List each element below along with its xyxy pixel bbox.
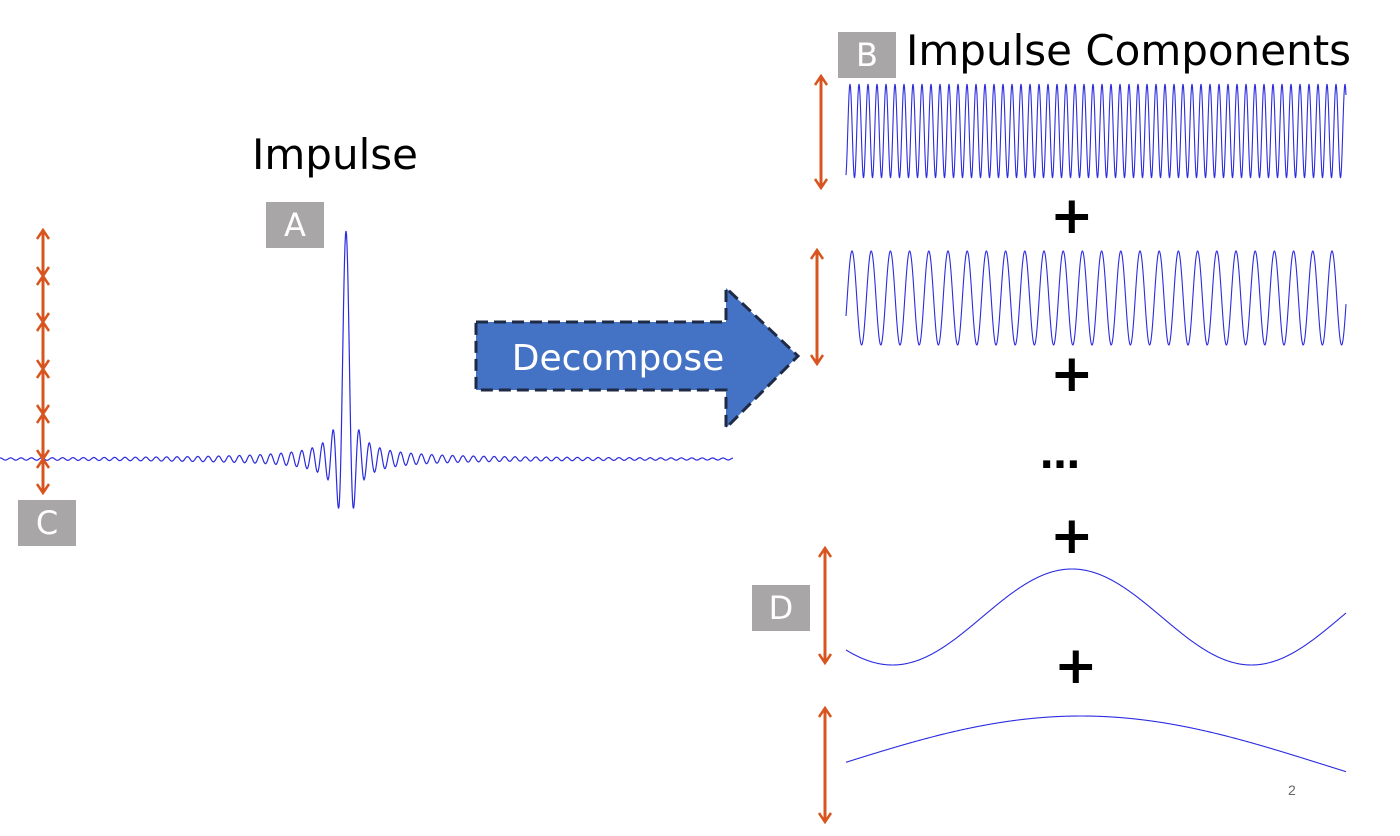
double-arrow-icon	[35, 366, 51, 417]
double-arrow-icon	[809, 247, 825, 367]
label-d: D	[752, 585, 810, 631]
amplitude-scale-arrows	[35, 227, 51, 496]
plus-sign-icon: +	[1050, 344, 1094, 404]
double-arrow-icon	[35, 319, 51, 372]
components-title: Impulse Components	[906, 26, 1352, 75]
plus-sign-icon: +	[1054, 636, 1098, 696]
label-c: C	[18, 500, 76, 546]
double-arrow-icon	[817, 705, 833, 825]
component-wave-low-frequency	[845, 568, 1347, 666]
label-a: A	[266, 202, 324, 248]
plus-sign-icon: +	[1050, 186, 1094, 246]
plus-sign-icon: +	[1050, 506, 1094, 566]
impulse-title: Impulse	[252, 130, 418, 179]
component-wave-fundamental	[845, 715, 1347, 773]
component-wave-high-frequency	[845, 83, 1347, 179]
impulse-waveform	[0, 230, 734, 509]
label-b: B	[838, 32, 896, 78]
component-amplitude-arrows	[809, 73, 833, 825]
double-arrow-icon	[817, 545, 833, 666]
double-arrow-icon	[813, 73, 829, 191]
double-arrow-icon	[35, 411, 51, 462]
double-arrow-icon	[35, 227, 51, 279]
double-arrow-icon	[35, 273, 51, 325]
decompose-arrow-icon	[474, 284, 801, 432]
component-wave-mid-frequency	[845, 250, 1347, 346]
page-number: 2	[1288, 782, 1296, 798]
ellipsis: …	[1040, 432, 1080, 478]
double-arrow-icon	[35, 456, 51, 496]
